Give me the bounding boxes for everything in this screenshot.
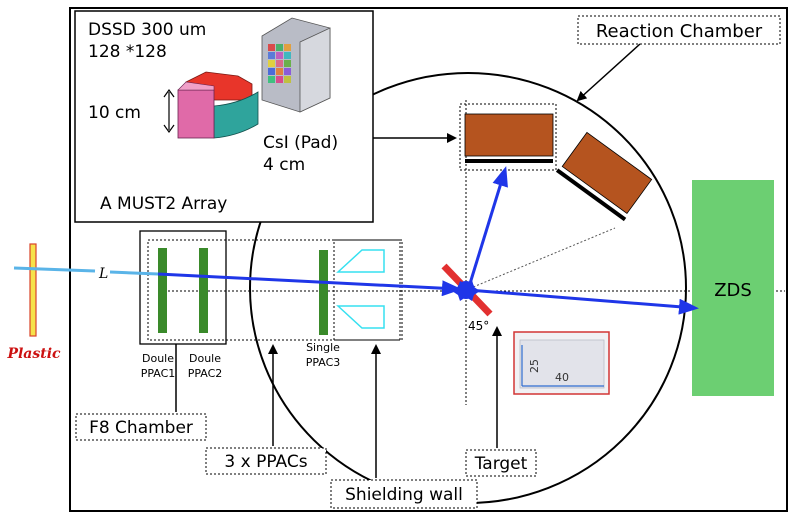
target-photo-foil: [519, 339, 605, 389]
detector-upper-dssd: [465, 159, 553, 163]
detector-dotted-box: [459, 103, 557, 171]
recoil-to-detector: [466, 166, 508, 291]
inset-dssd-line1: DSSD 300 um: [88, 20, 206, 40]
outer-frame: [69, 7, 788, 512]
target-label: Target: [474, 454, 528, 474]
f8-chamber-box: [139, 230, 227, 345]
zds-label: ZDS: [714, 280, 752, 301]
inset-height-label: 10 cm: [88, 103, 141, 123]
detector-rotated: [561, 131, 653, 215]
zds-block: [692, 180, 774, 396]
angle-label: 45°: [468, 319, 489, 333]
ppac2-label-line2: PPAC2: [188, 367, 223, 380]
ppac2-bar: [199, 248, 208, 333]
three-ppacs-label-box: [205, 447, 327, 475]
inset-array-label: A MUST2 Array: [100, 194, 227, 214]
detector-angle-line: [465, 227, 616, 291]
detector-rotated-dssd: [555, 168, 627, 222]
must2-detector-illustration: [177, 71, 259, 139]
ppac1-label-line2: PPAC1: [141, 367, 176, 380]
reaction-chamber-arrow: [576, 43, 641, 102]
plastic-scintillator: [29, 243, 37, 337]
ppac1-label-line1: Doule: [142, 352, 174, 365]
incoming-beam-2: [109, 270, 159, 276]
inset-csi-line2: 4 cm: [263, 155, 305, 175]
three-ppacs-label: 3 x PPACs: [224, 452, 307, 472]
detector-rotated-group: [555, 131, 653, 222]
shield-lower: [336, 305, 385, 329]
f8-chamber-label: F8 Chamber: [89, 418, 193, 438]
height-arrow-bottom: [163, 124, 175, 134]
detector-upper: [464, 113, 554, 157]
reaction-chamber-label: Reaction Chamber: [596, 21, 763, 42]
l-symbol: L: [98, 266, 108, 282]
f8-chamber-label-box: [75, 413, 207, 441]
photo-dim-w: 40: [555, 371, 569, 384]
reaction-chamber-label-box: [577, 15, 781, 45]
ppac3-label-line1: Single: [306, 341, 340, 354]
beam-to-target: [157, 272, 462, 297]
beam-to-zds: [467, 288, 699, 315]
photo-dim-h: 25: [528, 359, 541, 373]
height-arrow-top: [163, 88, 175, 98]
shielding-wall-label: Shielding wall: [345, 485, 463, 505]
csi-pad-illustration: [261, 17, 331, 113]
incoming-beam: [13, 266, 96, 273]
target-label-box: [465, 449, 537, 477]
inset-dssd-line2: 128 *128: [88, 42, 167, 62]
ppac2-label-line1: Doule: [189, 352, 221, 365]
interaction-star: [452, 280, 480, 301]
ppac3-bar: [319, 250, 328, 335]
ppac3-label-line2: PPAC3: [306, 356, 341, 369]
ppac1-bar: [158, 248, 167, 333]
shielding-wall-label-box: [330, 479, 478, 509]
plastic-label: Plastic: [6, 346, 61, 362]
inset-csi-line1: CsI (Pad): [263, 133, 338, 153]
shielding-dotted-box: [333, 239, 401, 341]
ppacs-dotted-box: [147, 239, 403, 341]
shield-upper: [336, 249, 385, 273]
